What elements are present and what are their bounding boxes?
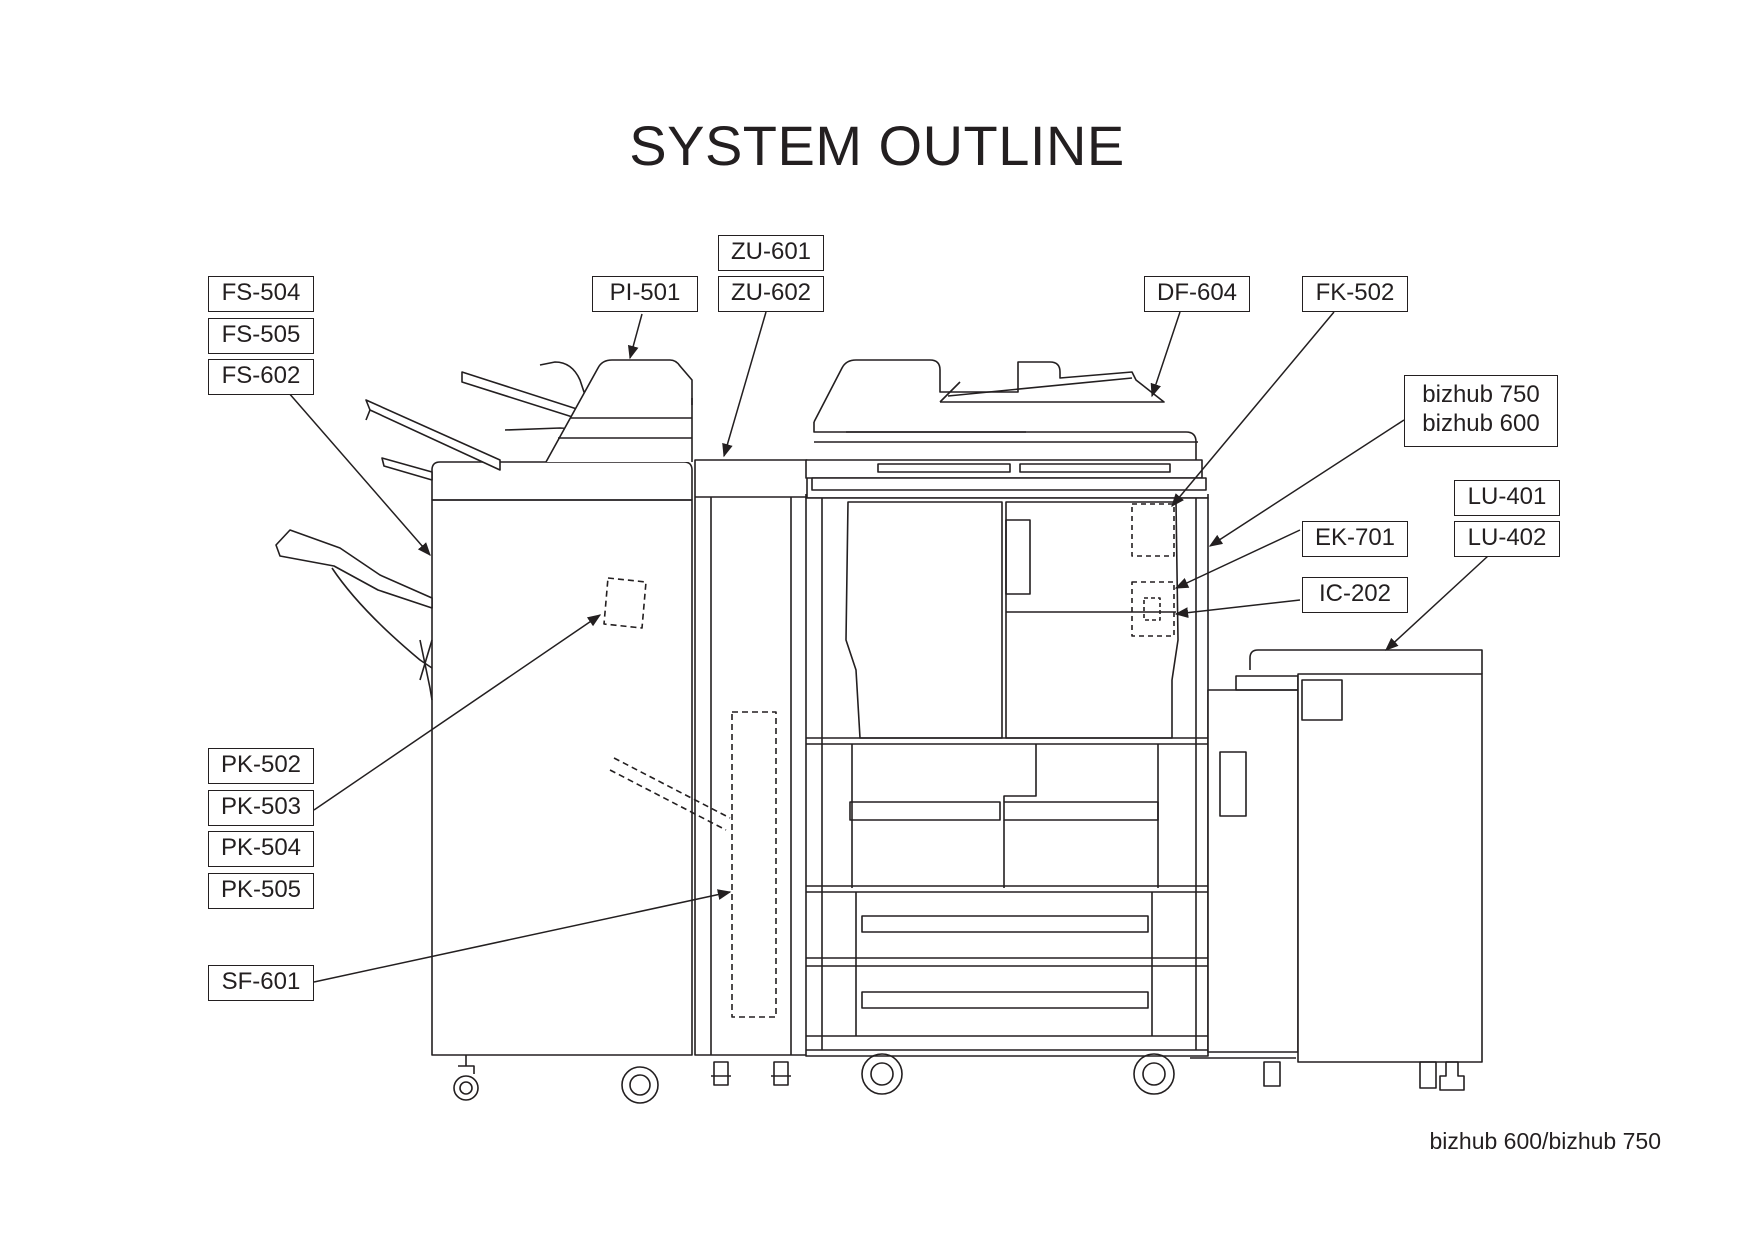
label-fs-505: FS-505	[208, 318, 314, 354]
label-main-body-line1: bizhub 750	[1422, 381, 1540, 408]
model-footer: bizhub 600/bizhub 750	[1429, 1128, 1661, 1154]
label-zu-602: ZU-602	[718, 276, 824, 312]
z-fold-unit	[609, 459, 808, 1086]
label-pi-501: PI-501	[592, 276, 698, 312]
label-sf-601: SF-601	[208, 965, 314, 1001]
label-lu-401: LU-401	[1454, 480, 1560, 516]
label-lu-402: LU-402	[1454, 521, 1560, 557]
label-zu-601: ZU-601	[718, 235, 824, 271]
large-capacity-unit	[1190, 649, 1483, 1091]
label-ek-701: EK-701	[1302, 521, 1408, 557]
label-main-body-models: bizhub 750 bizhub 600	[1404, 375, 1558, 447]
label-pk-504: PK-504	[208, 831, 314, 867]
label-pk-502: PK-502	[208, 748, 314, 784]
label-fs-602: FS-602	[208, 359, 314, 395]
finisher-unit	[275, 361, 693, 1104]
label-fk-502: FK-502	[1302, 276, 1408, 312]
label-df-604: DF-604	[1144, 276, 1250, 312]
label-main-body-line2: bizhub 600	[1422, 410, 1540, 437]
page-title: SYSTEM OUTLINE	[629, 114, 1125, 177]
post-inserter-unit	[545, 359, 693, 463]
leader-lines	[287, 311, 1489, 983]
label-pk-503: PK-503	[208, 790, 314, 826]
label-ic-202: IC-202	[1302, 577, 1408, 613]
label-pk-505: PK-505	[208, 873, 314, 909]
main-body	[805, 359, 1209, 1095]
label-fs-504: FS-504	[208, 276, 314, 312]
